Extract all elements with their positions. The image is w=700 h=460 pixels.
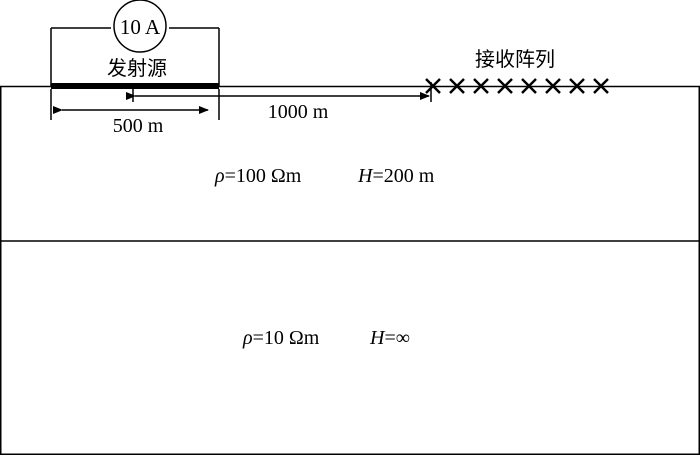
- source-length-dimension: 500 m: [50, 89, 220, 137]
- source-name-label: 发射源: [107, 56, 167, 80]
- receiver-marker-stroke: [569, 78, 585, 94]
- layer-2-h-symbol: H: [369, 327, 386, 349]
- receiver-markers: [425, 78, 609, 94]
- receiver-marker-stroke: [425, 78, 441, 94]
- current-label: 10 A: [120, 15, 161, 39]
- receiver-marker-stroke: [449, 78, 465, 94]
- offset-label: 1000 m: [268, 101, 329, 123]
- transmitter-source: 10 A 发射源: [50, 0, 220, 89]
- receiver-marker: [569, 78, 585, 94]
- receiver-marker-stroke: [545, 78, 561, 94]
- receiver-marker: [425, 78, 441, 94]
- receiver-marker: [545, 78, 561, 94]
- source-electrode-bar: [51, 83, 219, 89]
- layer-1-annotation: ρ=100 Ωm H=200 m: [214, 165, 435, 187]
- layer-2-text: ρ=10 Ωm: [242, 327, 320, 349]
- receiver-array-label: 接收阵列: [475, 47, 555, 71]
- layer-2-h-value: =∞: [384, 327, 410, 349]
- receiver-array: 接收阵列: [425, 47, 609, 94]
- current-meter-circle: [113, 0, 167, 53]
- layer-2-annotation: ρ=10 Ωm H=∞: [242, 327, 410, 349]
- layer-1-rho-symbol: ρ: [214, 165, 225, 187]
- layer-2-rho-value: =10 Ωm: [253, 327, 320, 349]
- receiver-marker: [497, 78, 513, 94]
- layer-2-thickness-text: H=∞: [369, 327, 410, 349]
- layer-1-thickness-text: H=200 m: [357, 165, 435, 187]
- receiver-marker-stroke: [521, 78, 537, 94]
- receiver-marker: [593, 78, 609, 94]
- receiver-marker-stroke: [497, 78, 513, 94]
- layer-1-h-symbol: H: [357, 165, 374, 187]
- source-length-label: 500 m: [113, 115, 164, 137]
- layer-2-rho-symbol: ρ: [242, 327, 253, 349]
- layer-1-text: ρ=100 Ωm: [214, 165, 302, 187]
- receiver-marker: [449, 78, 465, 94]
- earth-model-boundary: [0, 85, 700, 455]
- layer-1-h-value: =200 m: [372, 165, 434, 187]
- receiver-marker-stroke: [473, 78, 489, 94]
- receiver-marker-stroke: [593, 78, 609, 94]
- receiver-marker: [473, 78, 489, 94]
- layer-1-rho-value: =100 Ωm: [225, 165, 302, 187]
- receiver-marker: [521, 78, 537, 94]
